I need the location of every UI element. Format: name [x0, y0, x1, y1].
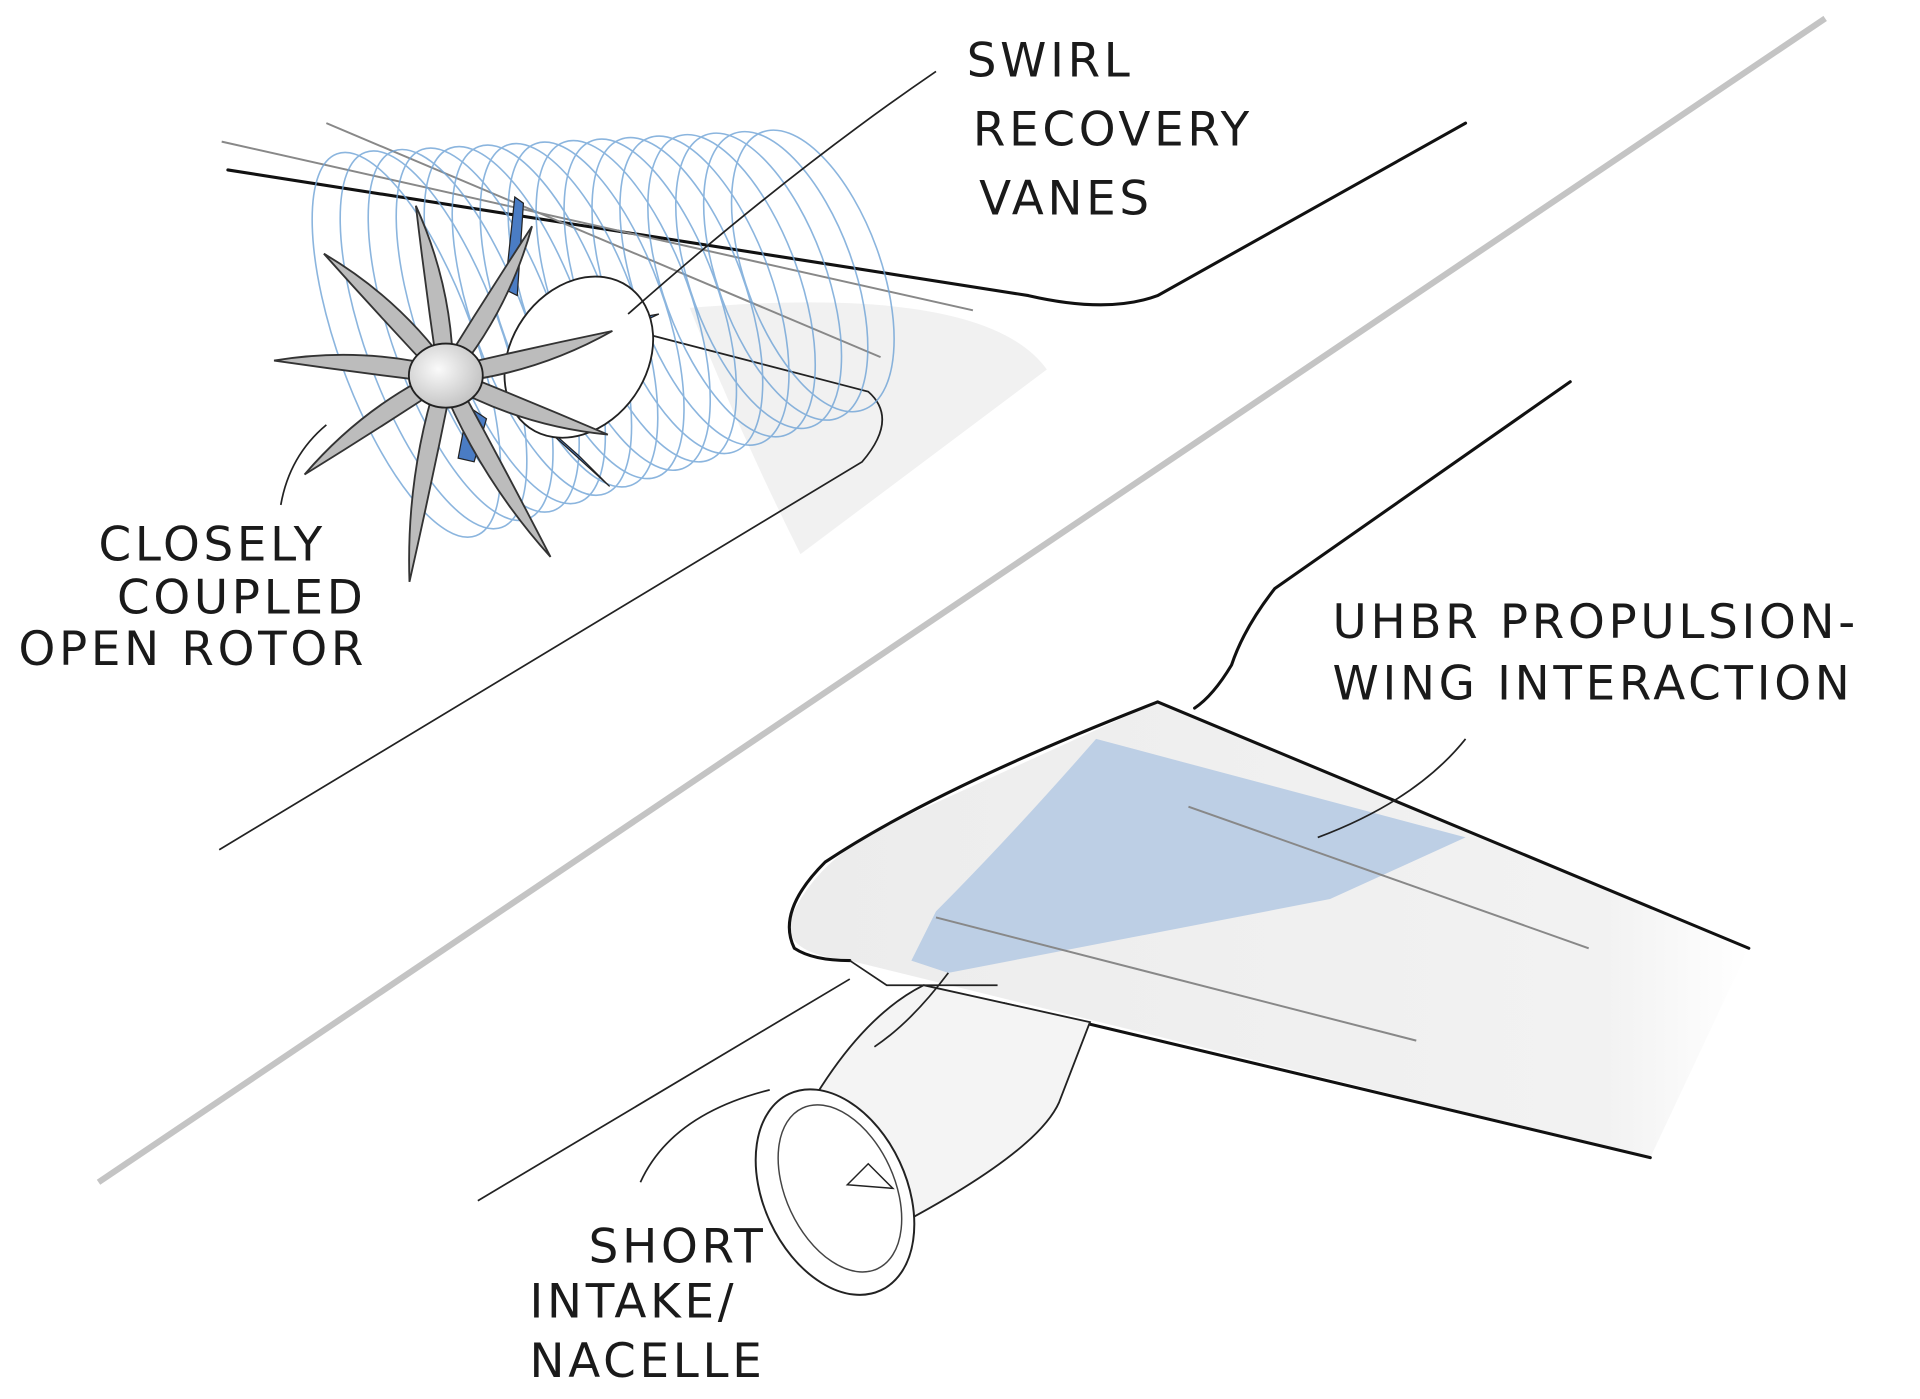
rotor-blade	[442, 330, 613, 384]
label-swirl-recovery-vanes: SWIRL RECOVERY VANES	[967, 34, 1272, 226]
rotor-blade	[442, 367, 609, 436]
wing-interaction-zone	[911, 738, 1466, 973]
rotor-blade	[438, 225, 533, 381]
fuselage-line	[96, 15, 1827, 1185]
rotor-nacelle	[503, 275, 655, 439]
flow-ring	[647, 133, 817, 438]
rotor-blade	[273, 353, 448, 384]
lower-wing	[477, 380, 1751, 1202]
label-open-rotor: CLOSELY COUPLED OPEN ROTOR	[18, 518, 385, 677]
label-uhbr-interaction: UHBR PROPULSION- WING INTERACTION	[1333, 596, 1878, 712]
flow-ring	[674, 132, 843, 430]
upper-wing	[218, 121, 1468, 851]
rotor-blade	[438, 370, 552, 558]
rotor-blade	[323, 252, 453, 383]
flow-ring	[702, 130, 869, 421]
rotor-blade	[414, 205, 455, 378]
flow-ring	[730, 129, 895, 413]
rotor-blade	[303, 368, 452, 476]
rotor-blade	[408, 373, 455, 582]
short-intake-nacelle	[754, 984, 1092, 1296]
rotor-hub	[407, 342, 484, 409]
open-rotor-blades	[273, 205, 613, 582]
leader-lines	[279, 70, 1467, 1183]
label-short-intake: SHORT INTAKE/ NACELLE	[530, 1220, 786, 1389]
